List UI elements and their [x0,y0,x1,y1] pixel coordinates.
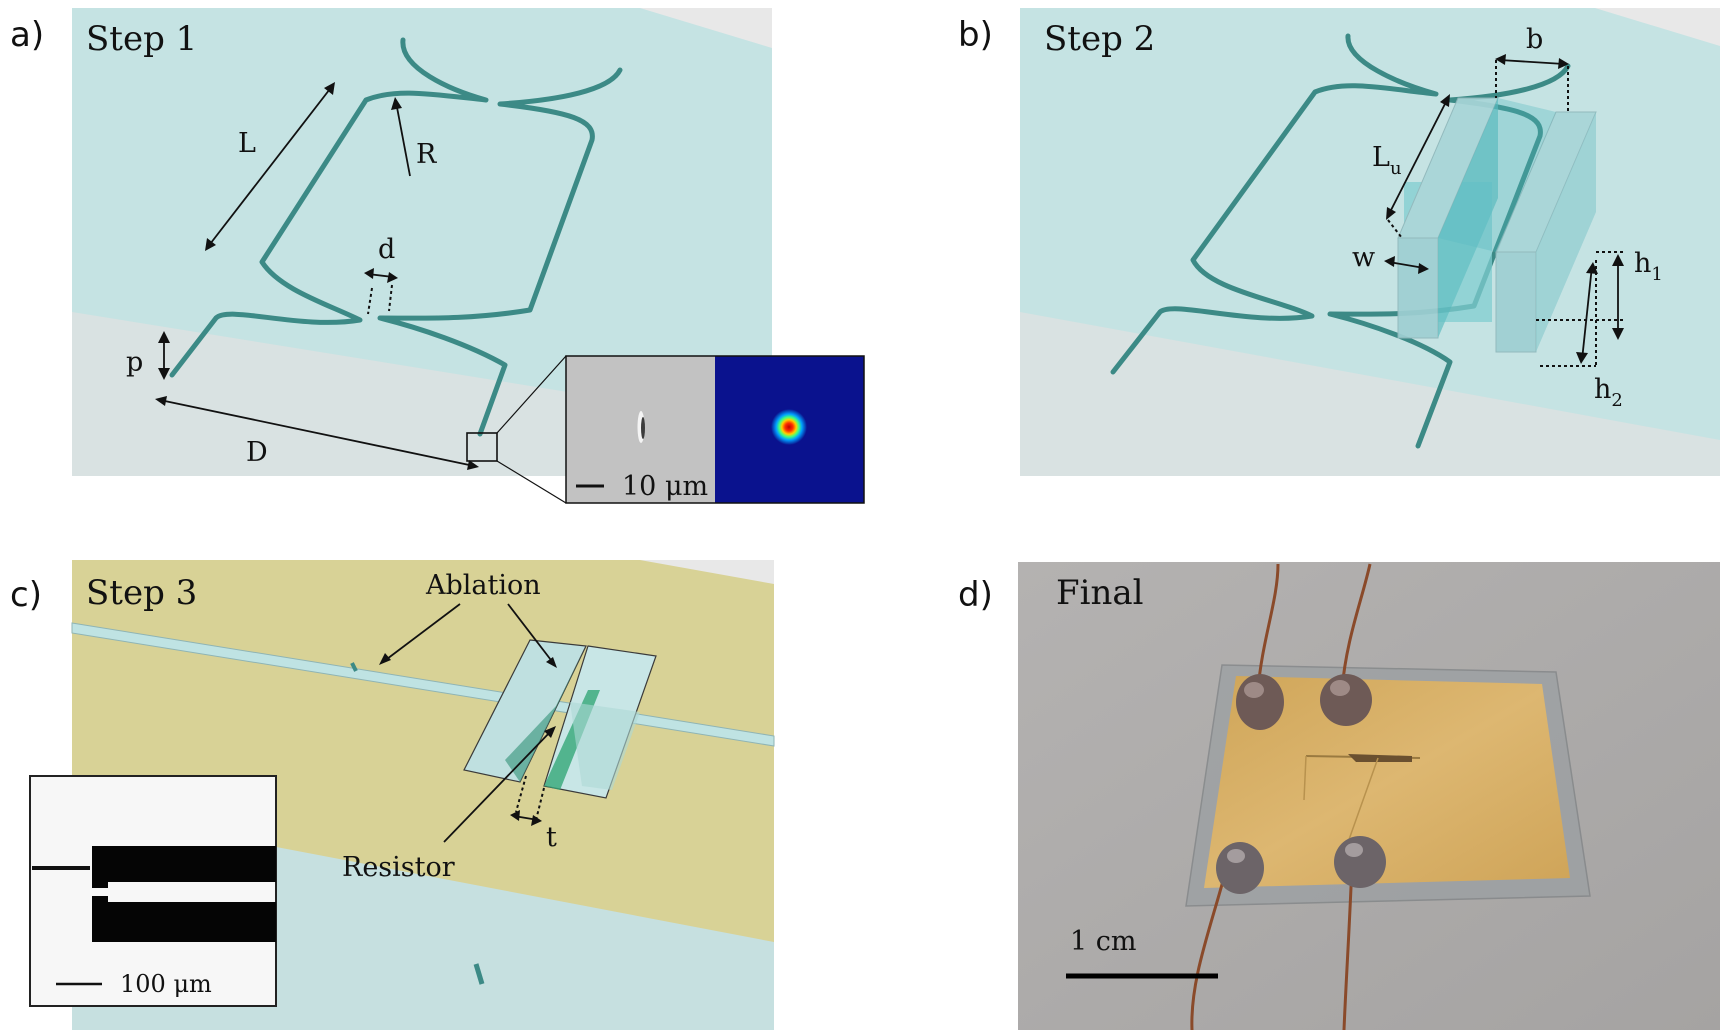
panel-c-label-ablation: Ablation [425,570,541,601]
panel-a-label-R: R [416,139,437,170]
panel-b-label-b: b [1526,24,1543,55]
panel-b: b) Step 2 b Lu [958,8,1720,476]
panel-c-scale-label: 100 μm [120,970,212,998]
panel-c-ablation-arrow-2 [507,603,555,665]
panel-d-title: Final [1056,573,1144,613]
panel-a-D-arrow [159,399,475,467]
panel-a-label-p: p [126,347,143,378]
panel-a-waveguide-right [377,67,623,437]
panel-d-wire-1 [1256,563,1280,691]
panel-a-label-L: L [238,128,256,159]
panel-a-label-d: d [378,234,395,265]
panel-c-letter: c) [10,575,42,615]
panel-a-scale-label: 10 μm [622,471,708,502]
panel-b-h2-arrow [1581,265,1593,361]
panel-a-letter: a) [10,15,44,55]
panel-b-trench [1397,97,1597,353]
panel-b-lower-surface [1020,312,1720,476]
panel-b-Lu-arrow [1387,97,1449,217]
panel-b-b-arrow [1499,59,1565,65]
panel-a-zoom-box [466,432,498,462]
panel-a-waveguide-left [169,37,489,378]
panel-c-label-t: t [546,822,557,853]
panel-d-gold-chip [1204,676,1570,888]
panel-c-inset-micrograph [29,775,277,1007]
panel-d-wire-3 [1190,869,1228,1031]
panel-c: c) Step 3 Ablation Resistor [10,560,775,1030]
panel-d-solder-contacts [1216,674,1386,894]
panel-a-R-arrow [395,101,411,177]
panel-a-inset: 10 μm [565,355,865,504]
panel-d-wire-2 [1340,563,1372,691]
panel-b-label-Lu: Lu [1372,142,1402,179]
panel-a-title: Step 1 [86,19,197,59]
panel-d: d) Final 1 cm [958,562,1720,1031]
panel-d-letter: d) [958,575,993,615]
panel-a-label-D: D [246,437,268,468]
panel-a-L-arrow [206,84,334,249]
panel-b-label-w: w [1352,242,1375,273]
panel-d-scale-label: 1 cm [1070,926,1137,957]
panel-c-resistor-arrow [443,729,553,843]
panel-c-ablation-arrow-1 [382,603,461,663]
panel-b-title: Step 2 [1044,19,1155,59]
panel-c-title: Step 3 [86,573,197,613]
panel-a-mode-spot [771,409,807,445]
panel-c-waveguide-stub [473,963,485,985]
panel-b-w-arrow [1388,261,1425,269]
panel-c-label-resistor: Resistor [342,852,455,883]
panel-b-waveguide-left [1110,33,1439,375]
panel-a: a) Step 1 L R d p D [10,8,865,504]
panel-c-trench-window [463,639,657,799]
panel-a-corner [640,8,772,48]
panel-b-label-h2: h2 [1594,374,1623,411]
panel-b-letter: b) [958,15,993,55]
panel-b-label-h1: h1 [1634,248,1663,285]
panel-c-inset: 100 μm [29,775,277,1007]
